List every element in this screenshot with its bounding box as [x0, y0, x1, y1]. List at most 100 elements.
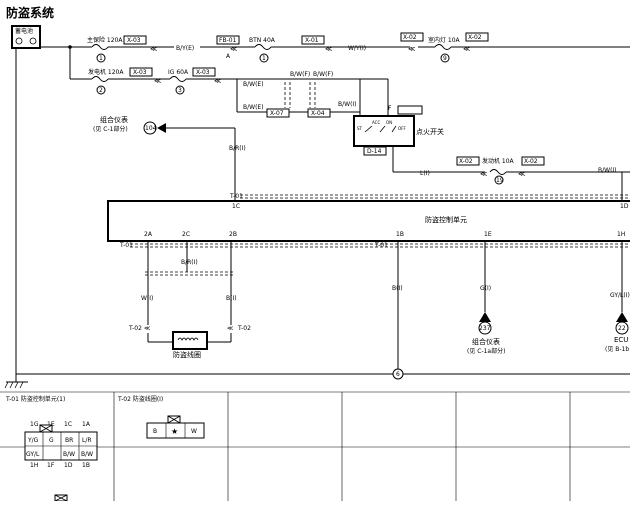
switch-on: ON [386, 120, 392, 125]
coil-label: 防盗线圈 [173, 350, 201, 359]
x04-conn: X-04 [311, 110, 325, 117]
svg-text:≪: ≪ [463, 45, 470, 53]
pin-2a: 2A [144, 231, 153, 238]
meter-top-num: 104 [145, 125, 157, 132]
t01-a: T-01 [119, 242, 133, 249]
wire-gyl: GY/L(I) [610, 292, 630, 299]
ecu: 22 ECU (见 B-1b [605, 312, 629, 353]
meter-bottom: 237 组合仪表 (见 C-1a部分) [467, 312, 505, 355]
fuse-main-num: 1 [99, 55, 103, 62]
ctrl-unit-label: 防盗控制单元 [425, 215, 467, 224]
svg-text:W: W [191, 428, 197, 435]
fb01-conn: FB-01 [219, 37, 237, 44]
wire-w: W(I) [141, 295, 153, 302]
battery-terminal-pos [15, 37, 23, 45]
pin-1b: 1B [396, 231, 404, 238]
fuse-main-label: 主保险 120A [87, 36, 123, 44]
fuse-engine-num: 19 [496, 177, 504, 184]
t01-title: T-01 防盗控制单元(1) [5, 395, 65, 403]
svg-text:Y/G: Y/G [27, 437, 39, 444]
svg-text:1H: 1H [30, 462, 38, 469]
svg-text:B: B [153, 428, 157, 435]
wire-br2: B/R(I) [181, 259, 198, 266]
wire-byE: B/Y(E) [176, 45, 194, 52]
fuse-main-conn: X-03 [127, 37, 141, 44]
svg-text:≪: ≪ [518, 170, 525, 178]
meter-bot-num: 237 [479, 325, 491, 332]
wire-bwE2: B/W(E) [243, 104, 264, 111]
meter-top: 组合仪表 (见 C-1部分) 104 B/R(I) [93, 115, 246, 201]
fuse-engine-label: 发动机 10A [482, 157, 515, 165]
x07-conn: X-07 [270, 110, 284, 117]
fuse-room-label: 室内灯 10A [428, 36, 461, 44]
fuse-btn-conn: X-01 [305, 37, 319, 44]
pin-2c: 2C [182, 231, 190, 238]
wire-bwF2: B/W(F) [313, 71, 333, 78]
wire-bwE1: B/W(E) [243, 81, 264, 88]
meter-bot-ref: (见 C-1a部分) [467, 347, 505, 355]
t02-a: T-02 [128, 325, 142, 332]
fuse-alt-120a: 发电机 120A X-03 2 [70, 67, 153, 95]
svg-text:≪: ≪ [214, 77, 221, 85]
svg-text:B/W: B/W [81, 451, 93, 458]
wire-wy: W/Y(I) [348, 45, 366, 52]
fuse-alt-num: 2 [99, 87, 103, 94]
fuse-room-10a: X-02 室内灯 10A X-02 9 ≪ [400, 32, 630, 63]
svg-text:≪: ≪ [230, 45, 237, 53]
svg-text:GY/L: GY/L [26, 451, 40, 458]
svg-text:B/W: B/W [63, 451, 75, 458]
svg-text:≪: ≪ [154, 77, 161, 85]
battery-terminal-neg [29, 37, 37, 45]
antitheft-coil: 防盗线圈 [172, 331, 208, 359]
fuse-alt-label: 发电机 120A [88, 68, 124, 76]
connector-t01: T-01 防盗控制单元(1) 1G 1E 1C 1A Y/G G BR L/R … [5, 395, 98, 502]
svg-text:1D: 1D [64, 462, 73, 469]
ecu-label: ECU [614, 336, 628, 344]
svg-text:1F: 1F [47, 462, 55, 469]
fuse-btn-label: BTN 40A [249, 37, 276, 44]
wire-bwF1: B/W(F) [290, 71, 310, 78]
ecu-num: 22 [618, 325, 626, 332]
d14-conn: D-14 [367, 148, 382, 155]
t02-title: T-02 防盗线圈(I) [117, 395, 163, 403]
t01-b: T-01 [374, 242, 388, 249]
svg-text:BR: BR [65, 437, 73, 444]
fuse-engine-conn: X-02 [524, 158, 538, 165]
svg-text:≪: ≪ [408, 45, 415, 53]
wire-g: G(I) [480, 285, 491, 292]
pin-1c: 1C [232, 203, 240, 210]
wire-b2: B(I) [392, 285, 403, 292]
svg-text:L/R: L/R [82, 437, 92, 444]
fuse-engine-10a: X-02 ≪ 发动机 10A X-02 19 ≪ B/W(I) [456, 156, 630, 185]
switch-off: OFF [398, 126, 406, 131]
svg-text:G: G [49, 437, 54, 444]
ground-num: 6 [396, 371, 400, 378]
svg-text:≪: ≪ [325, 45, 332, 53]
fuse-engine-conn-left: X-02 [459, 158, 473, 165]
control-unit: 1C 1D 防盗控制单元 2A 2C 2B 1B 1E 1H [107, 200, 630, 242]
battery-label: 蓄电池 [15, 27, 33, 35]
meter-bot-label: 组合仪表 [472, 337, 500, 346]
fuse-ig-conn: X-03 [196, 69, 210, 76]
ground-point [392, 368, 404, 380]
switch-f: F [388, 105, 392, 112]
svg-text:1B: 1B [82, 462, 90, 469]
wire-l: L(I) [420, 170, 430, 177]
fuse-room-conn-left: X-02 [403, 34, 417, 41]
svg-text:1C: 1C [64, 421, 72, 428]
battery-box [11, 25, 41, 49]
ignition-label: 点火开关 [416, 127, 444, 136]
wire-br: B/R(I) [229, 145, 246, 152]
connector-t02: T-02 防盗线圈(I) B ★ W [117, 395, 205, 439]
ecu-ref: (见 B-1b [605, 346, 629, 353]
switch-acc: ACC [372, 120, 380, 125]
t01-top: T-01 [229, 193, 243, 200]
wire-b: B(I) [226, 295, 237, 302]
fuse-ig-60a: IG 60A X-03 3 [168, 67, 216, 95]
fuse-alt-conn: X-03 [133, 69, 147, 76]
fuse-btn-num: 1 [262, 55, 266, 62]
fuse-main-120a: 主保险 120A X-03 1 [70, 35, 147, 63]
switch-st: ST [357, 126, 363, 131]
